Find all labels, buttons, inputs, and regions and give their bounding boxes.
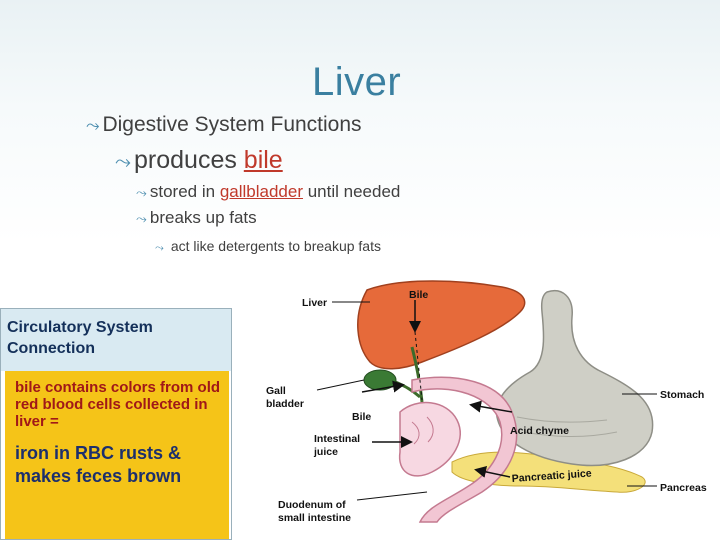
bile-duct xyxy=(410,346,424,403)
liver-shape xyxy=(357,280,526,370)
bullet-text: produces xyxy=(134,146,244,174)
bile-dashed-line xyxy=(414,331,423,401)
small-intestine-shape xyxy=(411,376,518,523)
curved-arrow-bullet-icon: ⤳ xyxy=(136,211,147,226)
label-small-intestine: small intestine xyxy=(278,512,351,524)
label-bile-mid: Bile xyxy=(352,411,371,423)
gallbladder-link[interactable]: gallbladder xyxy=(219,182,303,201)
stomach-rugae xyxy=(516,416,618,437)
label-acid-chyme: Acid chyme xyxy=(510,425,569,437)
slide-title: Liver xyxy=(312,60,402,104)
label-bile-top: Bile xyxy=(409,289,428,301)
acid-chyme-arrow xyxy=(469,400,513,413)
curved-arrow-bullet-icon: ⤳ xyxy=(136,185,147,200)
bullet-text: act like detergents to breakup fats xyxy=(166,238,381,254)
box-yellow-area xyxy=(5,371,229,539)
bile-mid-arrow xyxy=(361,380,405,393)
bullet-text: breaks up fats xyxy=(149,208,257,227)
bullet-level3-fats: ⤳breaks up fats xyxy=(136,208,257,228)
box-paragraph-bile: bile contains colors from old red blood … xyxy=(15,379,221,430)
pancreatic-juice-arrow xyxy=(474,465,511,478)
bullet-text: stored in xyxy=(149,182,220,201)
bullet-text: Digestive System Functions xyxy=(102,113,362,136)
curved-arrow-bullet-icon: ⤳ xyxy=(86,116,100,135)
box-heading: Circulatory System Connection xyxy=(7,319,153,357)
circulatory-connection-box: Circulatory System Connection bile conta… xyxy=(0,308,232,540)
label-stomach: Stomach xyxy=(660,389,704,401)
digestive-anatomy-figure: Liver Bile Gall bladder Bile Intestinal … xyxy=(262,272,720,527)
box-header-area xyxy=(1,309,231,371)
label-bladder: bladder xyxy=(266,398,304,410)
label-intestinal: Intestinal xyxy=(314,433,360,445)
stomach-shape xyxy=(495,290,654,467)
duodenum-leader xyxy=(356,491,428,501)
anatomy-illustration: Liver Bile Gall bladder Bile Intestinal … xyxy=(266,280,707,524)
bullet-level4: ⤳ act like detergents to breakup fats xyxy=(155,238,381,255)
label-liver: Liver xyxy=(302,297,327,309)
curved-arrow-bullet-icon: ⤳ xyxy=(155,242,164,254)
label-gall: Gall xyxy=(266,385,286,397)
label-pancreas: Pancreas xyxy=(660,482,707,494)
box-paragraph-iron: iron in RBC rusts & makes feces brown xyxy=(15,443,182,486)
label-pancreatic-juice: Pancreatic juice xyxy=(511,467,592,485)
label-duodenum: Duodenum of xyxy=(278,499,346,511)
label-juice: juice xyxy=(313,446,338,458)
curved-arrow-bullet-icon: ⤳ xyxy=(115,151,131,173)
bullet-text: until needed xyxy=(303,182,401,201)
bullet-level1: ⤳Digestive System Functions xyxy=(86,113,362,137)
bullet-level3-stored: ⤳stored in gallbladder until needed xyxy=(136,182,400,202)
gallbladder-leader xyxy=(316,379,365,391)
bullet-level2: ⤳produces bile xyxy=(115,146,283,175)
intestine-folds xyxy=(411,416,434,445)
bile-link[interactable]: bile xyxy=(243,146,283,174)
